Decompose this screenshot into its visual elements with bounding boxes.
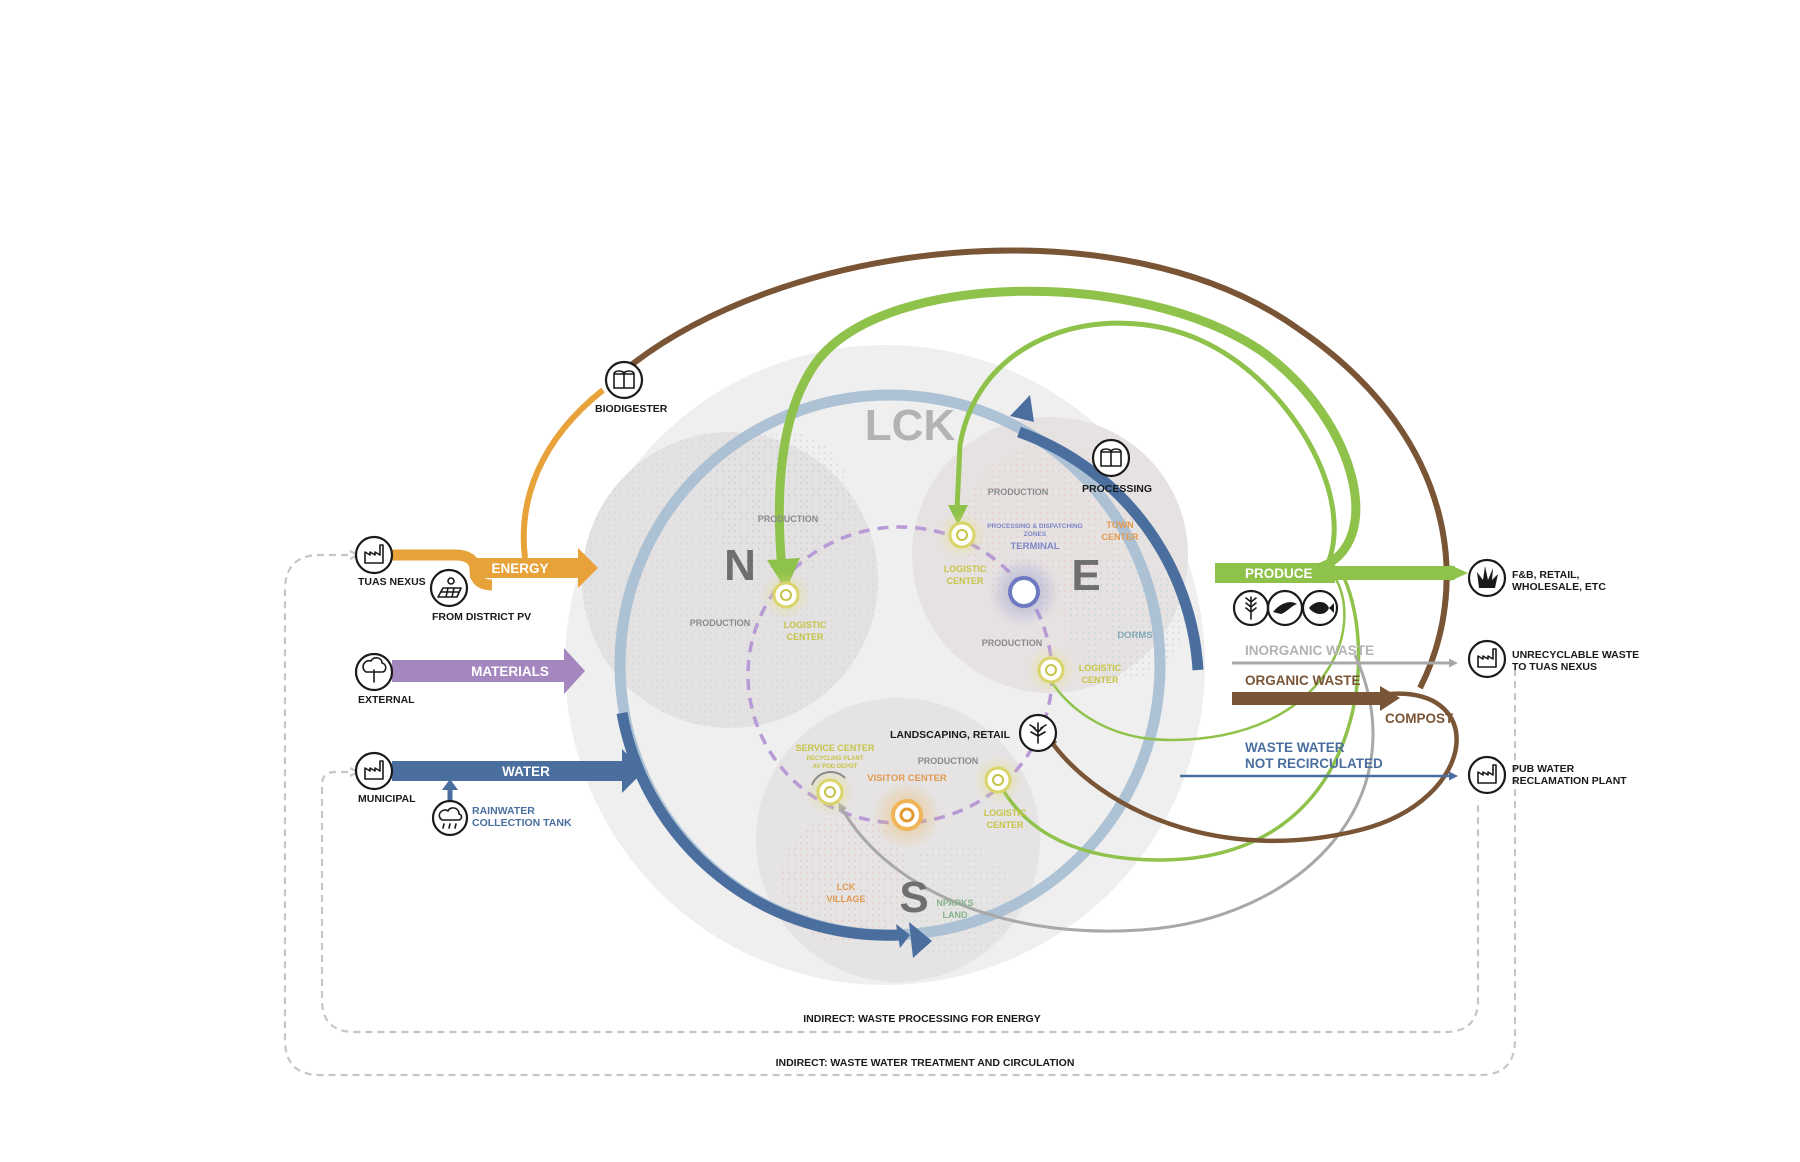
rain-cloud-icon (431, 799, 469, 837)
logistic-e2-2: CENTER (1081, 675, 1119, 685)
fnb-label-2: WHOLESALE, ETC (1512, 581, 1606, 593)
energy-flow: ENERGY (392, 548, 598, 591)
visitor-center-label: VISITOR CENTER (867, 773, 947, 784)
pub-label-1: PUB WATER (1512, 763, 1575, 775)
zone-north-letter: N (724, 541, 756, 590)
logistic-s-2: CENTER (986, 820, 1024, 830)
town-center-2: CENTER (1101, 532, 1139, 542)
tank-icon (1091, 438, 1131, 478)
place-labels: PRODUCTION PRODUCTION LOGISTIC CENTER PR… (690, 487, 1153, 920)
service-center-node (806, 768, 854, 816)
factory-icon (1467, 639, 1507, 679)
zone-east-letter: E (1071, 551, 1100, 600)
tank-icon (604, 360, 644, 400)
produce-flow: PRODUCE (1215, 563, 1468, 583)
production-n2: PRODUCTION (690, 618, 751, 628)
indirect-energy-label: INDIRECT: WASTE PROCESSING FOR ENERGY (803, 1013, 1040, 1025)
production-n1: PRODUCTION (758, 514, 819, 524)
processing-label: PROCESSING (1082, 483, 1152, 495)
waste-water-label-1: WASTE WATER (1245, 740, 1345, 755)
tuas-nexus-label: TUAS NEXUS (358, 576, 426, 588)
fnb-label-1: F&B, RETAIL, (1512, 569, 1580, 581)
water-flow: WATER (392, 749, 644, 808)
produce-arc-north (774, 286, 1361, 575)
terminal-node (988, 556, 1060, 628)
compost-label: COMPOST (1385, 711, 1454, 726)
tree-icon (1018, 713, 1058, 753)
inorganic-flow: INORGANIC WASTE (1232, 643, 1458, 668)
inorganic-label: INORGANIC WASTE (1245, 643, 1374, 658)
water-label: WATER (502, 764, 550, 779)
terminal-label: TERMINAL (1010, 541, 1059, 552)
plant-icon (1467, 558, 1507, 598)
proc-dispatch-2: ZONES (1024, 531, 1047, 538)
logistic-e2-1: LOGISTIC (1079, 663, 1122, 673)
dorms-label: DORMS (1117, 630, 1152, 641)
unrecyclable-label-1: UNRECYCLABLE WASTE (1512, 649, 1639, 661)
landscaping-label: LANDSCAPING, RETAIL (890, 729, 1011, 741)
organic-big-arc (618, 247, 1450, 690)
municipal-label: MUNICIPAL (358, 793, 416, 805)
recycling-2: AV POD DEPOT (813, 764, 858, 770)
service-center-label: SERVICE CENTER (796, 743, 875, 753)
loop-arrowhead-bottom (896, 924, 910, 948)
lck-village-1: LCK (837, 882, 856, 892)
compost-return (1047, 691, 1459, 844)
visitor-center-node (873, 781, 941, 849)
logistic-node-south (974, 756, 1022, 804)
biodigester-label: BIODIGESTER (595, 403, 668, 415)
wheat-icon (1232, 589, 1270, 627)
recycling-1: RECYCLING PLANT (807, 756, 864, 762)
produce-label: PRODUCE (1245, 566, 1313, 581)
nparks-1: NPARKS (936, 898, 973, 908)
solar-panel-icon (429, 568, 469, 608)
energy-label: ENERGY (491, 561, 548, 576)
production-s: PRODUCTION (918, 756, 979, 766)
tree-icon (354, 652, 394, 692)
rainwater-label-2: COLLECTION TANK (472, 817, 572, 829)
factory-icon (354, 751, 394, 791)
lck-title: LCK (865, 401, 956, 450)
node-markers (762, 511, 1075, 849)
proc-dispatch-1: PROCESSING & DISPATCHING (987, 523, 1082, 530)
fish-icon (1301, 589, 1339, 627)
production-e1: PRODUCTION (988, 487, 1049, 497)
logistic-node-north (762, 571, 810, 619)
logistic-node-east2 (1027, 646, 1075, 694)
factory-icon (354, 535, 394, 575)
materials-label: MATERIALS (471, 664, 549, 679)
logistic-n-2: CENTER (786, 632, 824, 642)
logistic-n-1: LOGISTIC (784, 620, 827, 630)
logistic-s-1: LOGISTIC (984, 808, 1027, 818)
rainwater-label-1: RAINWATER (472, 805, 535, 817)
district-pv-label: FROM DISTRICT PV (432, 611, 531, 623)
town-center-1: TOWN (1106, 520, 1133, 530)
waste-water-label-2: NOT RECIRCULATED (1245, 756, 1383, 771)
loop-arrowhead-top (1010, 395, 1034, 422)
produce-arc-east (954, 320, 1337, 572)
production-e2: PRODUCTION (982, 638, 1043, 648)
produce-return-south (998, 569, 1361, 862)
organic-label: ORGANIC WASTE (1245, 673, 1361, 688)
nparks-2: LAND (943, 910, 968, 920)
waste-water-flow: WASTE WATER NOT RECIRCULATED (1180, 740, 1458, 781)
zone-south-letter: S (899, 873, 928, 922)
logistic-node-east1 (938, 511, 986, 559)
bird-icon (1266, 589, 1304, 627)
factory-icon (1467, 755, 1507, 795)
external-label: EXTERNAL (358, 694, 415, 706)
circular-loop (614, 389, 1204, 958)
unrecyclable-label-2: TO TUAS NEXUS (1512, 661, 1597, 673)
inorganic-return (838, 654, 1375, 933)
produce-return-east (1046, 569, 1346, 742)
materials-flow: MATERIALS (392, 648, 585, 694)
organic-flow: ORGANIC WASTE COMPOST (1232, 673, 1454, 726)
logistic-e1-2: CENTER (946, 576, 984, 586)
indirect-water-label: INDIRECT: WASTE WATER TREATMENT AND CIRC… (776, 1057, 1075, 1069)
pub-label-2: RECLAMATION PLANT (1512, 775, 1627, 787)
lck-village-2: VILLAGE (826, 894, 865, 904)
logistic-e1-1: LOGISTIC (944, 564, 987, 574)
biodigester-to-energy (520, 387, 605, 559)
